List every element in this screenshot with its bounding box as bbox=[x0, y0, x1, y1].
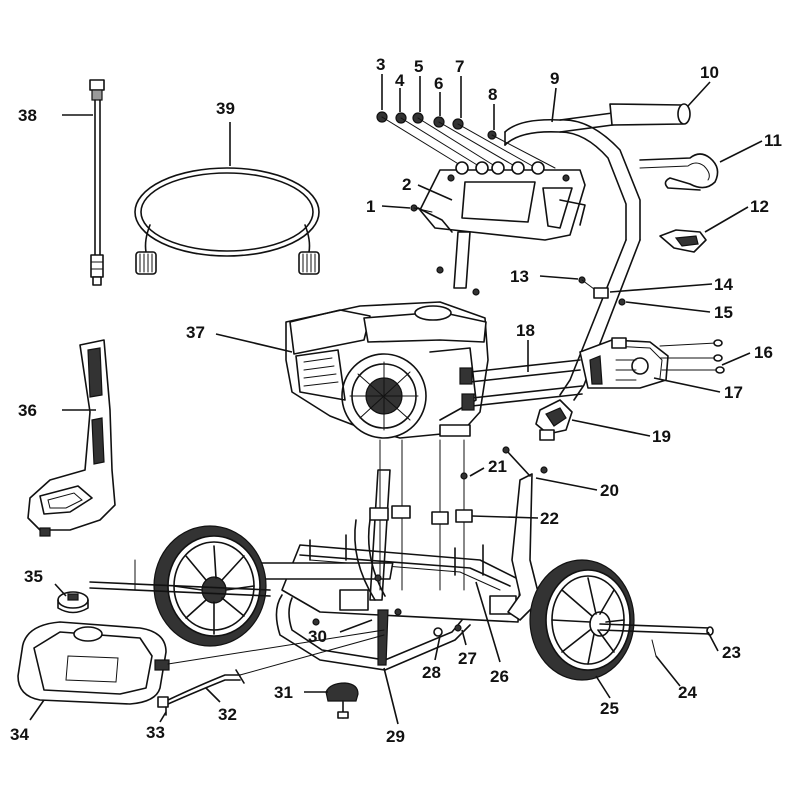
fuel-tank bbox=[17, 621, 170, 705]
fuel-line bbox=[157, 669, 245, 716]
callout-9: 9 bbox=[550, 69, 559, 88]
engine bbox=[285, 301, 489, 439]
callout-labels: 1 2 3 4 5 6 7 8 9 10 11 12 13 14 15 16 1… bbox=[10, 55, 782, 746]
callout-24: 24 bbox=[678, 683, 697, 702]
handle-hardware bbox=[578, 276, 626, 306]
callout-2: 2 bbox=[402, 175, 411, 194]
callout-12: 12 bbox=[750, 197, 769, 216]
rear-frame-leg bbox=[502, 446, 548, 621]
right-wheel bbox=[529, 559, 635, 681]
spray-wand bbox=[89, 79, 105, 286]
callout-38: 38 bbox=[18, 106, 37, 125]
handle-frame bbox=[504, 107, 681, 401]
callout-23: 23 bbox=[722, 643, 741, 662]
callout-1: 1 bbox=[366, 197, 375, 216]
callout-35: 35 bbox=[24, 567, 43, 586]
control-panel bbox=[417, 169, 586, 241]
handle-grip bbox=[609, 103, 691, 126]
callout-7: 7 bbox=[455, 57, 464, 76]
callout-6: 6 bbox=[434, 74, 443, 93]
front-frame-leg bbox=[354, 469, 391, 601]
callout-26: 26 bbox=[490, 667, 509, 686]
vibration-mounts bbox=[369, 439, 473, 591]
adjustment-knob bbox=[535, 399, 573, 441]
callout-17: 17 bbox=[724, 383, 743, 402]
panel-hardware bbox=[376, 111, 556, 213]
high-pressure-hose bbox=[134, 167, 320, 275]
gun-holder bbox=[659, 229, 707, 253]
callout-18: 18 bbox=[516, 321, 535, 340]
callout-3: 3 bbox=[376, 55, 385, 74]
callout-11: 11 bbox=[764, 131, 782, 150]
pump-bolts bbox=[659, 339, 725, 374]
callout-29: 29 bbox=[386, 727, 405, 746]
callout-5: 5 bbox=[414, 57, 423, 76]
callout-20: 20 bbox=[600, 481, 619, 500]
callout-4: 4 bbox=[395, 71, 405, 90]
callout-37: 37 bbox=[186, 323, 205, 342]
callout-13: 13 bbox=[510, 267, 529, 286]
axle bbox=[89, 559, 714, 657]
hose-hook bbox=[639, 153, 719, 191]
callout-27: 27 bbox=[458, 649, 477, 668]
callout-36: 36 bbox=[18, 401, 37, 420]
callout-leaders bbox=[29, 74, 763, 725]
callout-32: 32 bbox=[218, 705, 237, 724]
pump bbox=[579, 337, 669, 389]
callout-16: 16 bbox=[754, 343, 773, 362]
callout-19: 19 bbox=[652, 427, 671, 446]
callout-39: 39 bbox=[216, 99, 235, 118]
frame-hardware bbox=[167, 574, 462, 676]
callout-22: 22 bbox=[540, 509, 559, 528]
panel-support-post bbox=[436, 231, 480, 296]
callout-28: 28 bbox=[422, 663, 441, 682]
callout-33: 33 bbox=[146, 723, 165, 742]
callout-30: 30 bbox=[308, 627, 327, 646]
callout-21: 21 bbox=[488, 457, 507, 476]
mounting-bolts bbox=[459, 359, 583, 411]
fuel-cap bbox=[57, 591, 89, 614]
callout-8: 8 bbox=[488, 85, 497, 104]
spray-gun bbox=[27, 339, 116, 537]
left-wheel bbox=[153, 525, 267, 647]
callout-25: 25 bbox=[600, 699, 619, 718]
callout-15: 15 bbox=[714, 303, 733, 322]
callout-31: 31 bbox=[274, 683, 293, 702]
callout-14: 14 bbox=[714, 275, 733, 294]
callout-34: 34 bbox=[10, 725, 29, 744]
callout-10: 10 bbox=[700, 63, 719, 82]
rubber-foot bbox=[325, 682, 359, 719]
